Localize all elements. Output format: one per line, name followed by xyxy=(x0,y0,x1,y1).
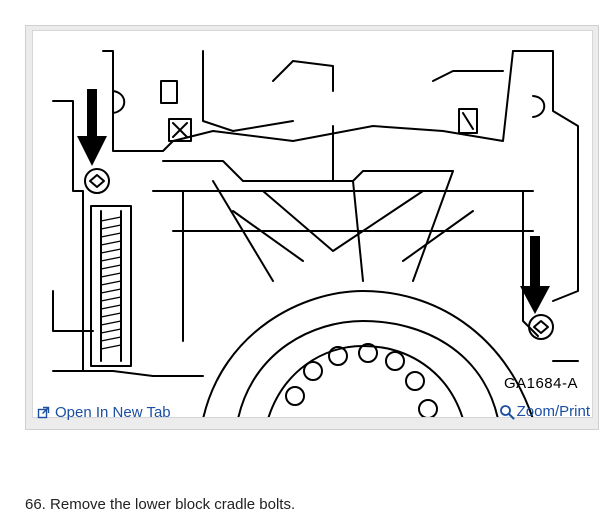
zoom-print-label: Zoom/Print xyxy=(516,403,590,420)
open-in-new-tab-label: Open In New Tab xyxy=(55,404,171,421)
figure-frame: GA1684-A Open In New Tab Zoom/Print xyxy=(25,25,599,430)
technical-illustration: GA1684-A xyxy=(32,30,593,418)
figure-toolbar: Open In New Tab Zoom/Print xyxy=(26,397,598,429)
engine-block-drawing xyxy=(52,50,579,417)
open-in-new-tab-link[interactable]: Open In New Tab xyxy=(37,404,171,421)
zoom-print-link[interactable]: Zoom/Print xyxy=(499,403,590,420)
external-link-icon xyxy=(37,406,50,419)
magnifier-icon xyxy=(499,404,515,420)
figure-id-label: GA1684-A xyxy=(503,375,578,392)
step-instruction: 66. Remove the lower block cradle bolts. xyxy=(25,496,296,513)
